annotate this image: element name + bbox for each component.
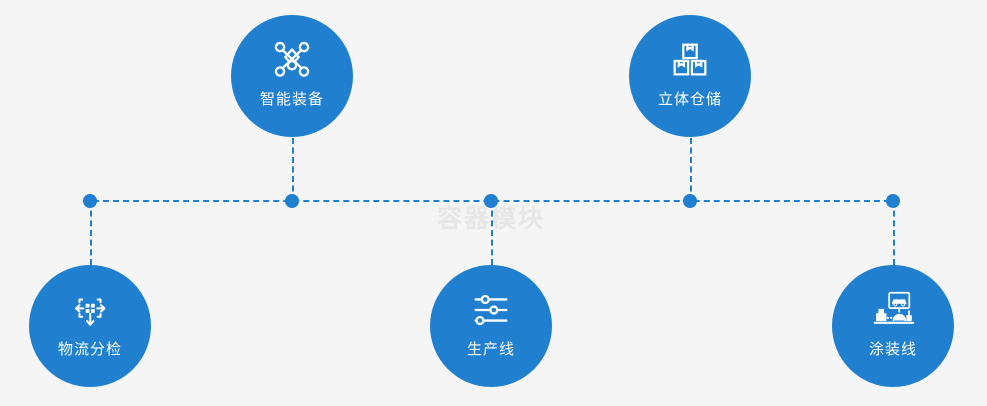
paint-booth-machine-icon (870, 287, 916, 333)
stem-logistics-sorting (90, 201, 92, 265)
stem-coating-line (893, 201, 895, 265)
junction-dot-2[interactable] (285, 194, 299, 208)
node-label-logistics-sorting: 物流分检 (57, 341, 122, 358)
junction-dot-1[interactable] (83, 194, 97, 208)
node-production-line[interactable]: 生产线 (430, 265, 552, 387)
junction-dot-5[interactable] (886, 194, 900, 208)
node-label-stereoscopic-warehousing: 立体仓储 (657, 91, 722, 108)
stacked-boxes-icon (667, 37, 713, 83)
node-label-coating-line: 涂装线 (868, 341, 917, 358)
junction-dot-4[interactable] (683, 194, 697, 208)
junction-dot-3[interactable] (484, 194, 498, 208)
sliders-icon (468, 287, 514, 333)
network-nodes-icon (269, 37, 315, 83)
node-label-intelligent-equipment: 智能装备 (259, 91, 324, 108)
watermark-text: 容器模块 (436, 205, 545, 233)
node-label-production-line: 生产线 (466, 341, 515, 358)
stem-intelligent-equipment (292, 138, 294, 201)
node-logistics-sorting[interactable]: 物流分检 (29, 265, 151, 387)
stem-stereoscopic-warehousing (690, 138, 692, 201)
node-intelligent-equipment[interactable]: 智能装备 (231, 15, 353, 137)
sorting-arrows-icon (67, 287, 113, 333)
node-coating-line[interactable]: 涂装线 (832, 265, 954, 387)
node-stereoscopic-warehousing[interactable]: 立体仓储 (629, 15, 751, 137)
stem-production-line (491, 201, 493, 265)
